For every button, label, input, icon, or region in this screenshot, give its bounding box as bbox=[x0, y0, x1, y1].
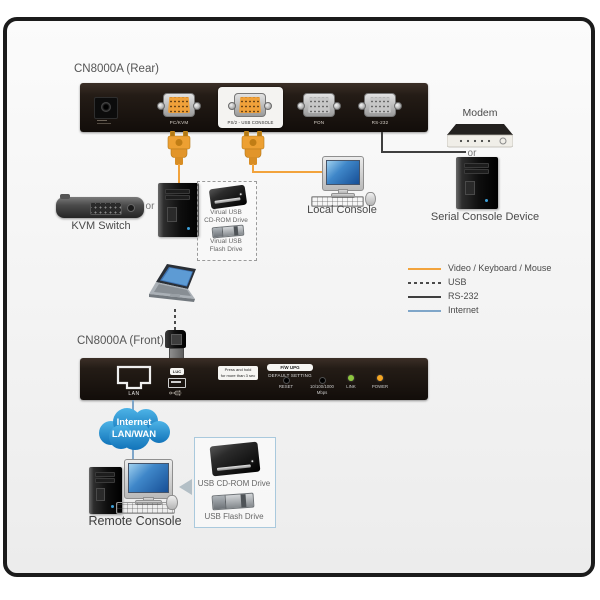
console-port-highlight: PS/2 - USB CONSOLE bbox=[218, 87, 283, 128]
server-tower-icon bbox=[158, 183, 199, 237]
legend-line-video bbox=[408, 268, 441, 270]
reset-label: RESET bbox=[278, 384, 294, 389]
arrow-left-icon bbox=[179, 479, 192, 495]
usb-trident-icon bbox=[169, 390, 182, 396]
usb-flash-drive-icon bbox=[211, 492, 255, 511]
pc-kvm-port-label: PC/KVM bbox=[169, 120, 189, 125]
rs232-line-v bbox=[381, 132, 383, 153]
kvm-switch-tab bbox=[60, 194, 70, 199]
pon-port-icon bbox=[297, 93, 341, 117]
tower-panel-detail bbox=[167, 207, 178, 222]
rear-panel: PC/KVM PS/2 - USB CONSOLE PON RS-232 bbox=[80, 83, 428, 132]
local-console-mouse-icon bbox=[365, 192, 376, 206]
power-label: POWER bbox=[371, 384, 389, 389]
power-jack-icon bbox=[94, 97, 118, 124]
virtual-flash-label: Virual USB Flash Drive bbox=[209, 238, 243, 254]
kvm-cable-connector-icon bbox=[241, 131, 265, 165]
usb-port-tongue bbox=[171, 381, 181, 383]
video-cable-line bbox=[178, 164, 180, 185]
laptop-icon bbox=[149, 264, 196, 302]
local-console-monitor-icon bbox=[322, 156, 364, 191]
usb-flash-label: USB Flash Drive bbox=[204, 512, 264, 521]
console-cable-line-v bbox=[252, 164, 254, 172]
lan-port-icon bbox=[116, 365, 152, 390]
usb-cdrom-label: USB CD-ROM Drive bbox=[197, 479, 271, 488]
internet-cloud-icon: Internet LAN/WAN bbox=[99, 408, 170, 450]
usb-drives-box: USB CD-ROM Drive USB Flash Drive bbox=[194, 437, 276, 528]
virtual-cdrom-label: Virual USB CD-ROM Drive bbox=[204, 209, 248, 225]
legend-line-usb bbox=[408, 282, 441, 284]
press-hold-line2: for more than 3 sec bbox=[220, 372, 256, 378]
power-jack-hole bbox=[101, 102, 111, 112]
usb-cdrom-drive-icon bbox=[209, 441, 261, 477]
front-panel-title: CN8000A (Front) bbox=[77, 335, 164, 347]
or-right-label: or bbox=[467, 148, 477, 159]
legend: Video / Keyboard / Mouse USB RS-232 Inte… bbox=[408, 262, 568, 320]
luc-usb-port-icon bbox=[168, 378, 186, 388]
rs232-line-h bbox=[381, 151, 466, 153]
link-label: LINK bbox=[346, 384, 356, 389]
power-jack-marking bbox=[97, 123, 111, 124]
local-console-keyboard-icon bbox=[311, 196, 364, 207]
legend-label-rs232: RS-232 bbox=[448, 291, 479, 301]
power-jack-marking bbox=[97, 120, 107, 121]
legend-line-internet bbox=[408, 310, 441, 312]
remote-console-monitor-icon bbox=[124, 459, 173, 499]
rs232-port-label: RS-232 bbox=[371, 120, 389, 125]
remote-console-mouse-icon bbox=[166, 495, 178, 510]
link-led bbox=[348, 375, 354, 381]
usb-plug-icon bbox=[165, 330, 186, 348]
pc-kvm-port-icon bbox=[157, 93, 201, 117]
legend-line-rs232 bbox=[408, 296, 441, 298]
kvm-cable-connector-icon bbox=[167, 131, 191, 165]
press-hold-line1: Press and hold bbox=[224, 367, 252, 372]
monitor-base bbox=[331, 193, 355, 198]
modem-label: Modem bbox=[462, 107, 498, 119]
fw-upg-label: F/W UPG bbox=[267, 364, 313, 371]
console-cable-line-h bbox=[252, 171, 323, 173]
svg-text:LAN/WAN: LAN/WAN bbox=[112, 429, 156, 440]
lan-port-label: LAN bbox=[128, 391, 140, 397]
legend-label-video: Video / Keyboard / Mouse bbox=[448, 263, 552, 273]
mbps-label: Mbps bbox=[316, 389, 328, 395]
tower-panel-detail bbox=[96, 488, 106, 501]
usb-plug-emblem bbox=[171, 334, 182, 345]
tower-panel-detail bbox=[465, 181, 476, 195]
console-port-label: PS/2 - USB CONSOLE bbox=[227, 120, 274, 125]
serial-console-tower-icon bbox=[456, 157, 498, 209]
usb-cable-line bbox=[174, 309, 176, 330]
legend-label-internet: Internet bbox=[448, 305, 479, 315]
front-panel: LAN LUC Press and hold for more than 3 s… bbox=[80, 358, 428, 400]
speed-label: 10/100/1000 bbox=[310, 384, 334, 389]
kvm-switch-label: KVM Switch bbox=[71, 220, 131, 232]
luc-port-label: LUC bbox=[170, 368, 184, 375]
power-led bbox=[377, 375, 383, 381]
console-port-icon bbox=[228, 93, 272, 117]
modem-icon bbox=[447, 124, 513, 148]
reset-button bbox=[283, 377, 290, 384]
virtual-flash-drive-icon bbox=[211, 224, 245, 239]
local-console-label: Local Console bbox=[307, 204, 377, 216]
pon-port-label: PON bbox=[313, 120, 325, 125]
remote-console-label: Remote Console bbox=[88, 514, 182, 528]
or-left-label: or bbox=[145, 201, 155, 212]
virtual-usb-box: Virual USB CD-ROM Drive Virual USB Flash… bbox=[197, 181, 257, 261]
svg-text:Internet: Internet bbox=[117, 417, 153, 428]
rs232-port-icon bbox=[358, 93, 402, 117]
press-hold-note: Press and hold for more than 3 sec bbox=[218, 366, 258, 380]
legend-label-usb: USB bbox=[448, 277, 467, 287]
speed-button bbox=[319, 377, 326, 384]
default-setting-label: DEFAULT SETTING bbox=[268, 373, 312, 378]
virtual-cdrom-drive-icon bbox=[208, 184, 248, 210]
serial-console-device-label: Serial Console Device bbox=[430, 211, 540, 223]
kvm-switch-icon bbox=[56, 194, 144, 218]
rear-panel-title: CN8000A (Rear) bbox=[74, 63, 160, 75]
